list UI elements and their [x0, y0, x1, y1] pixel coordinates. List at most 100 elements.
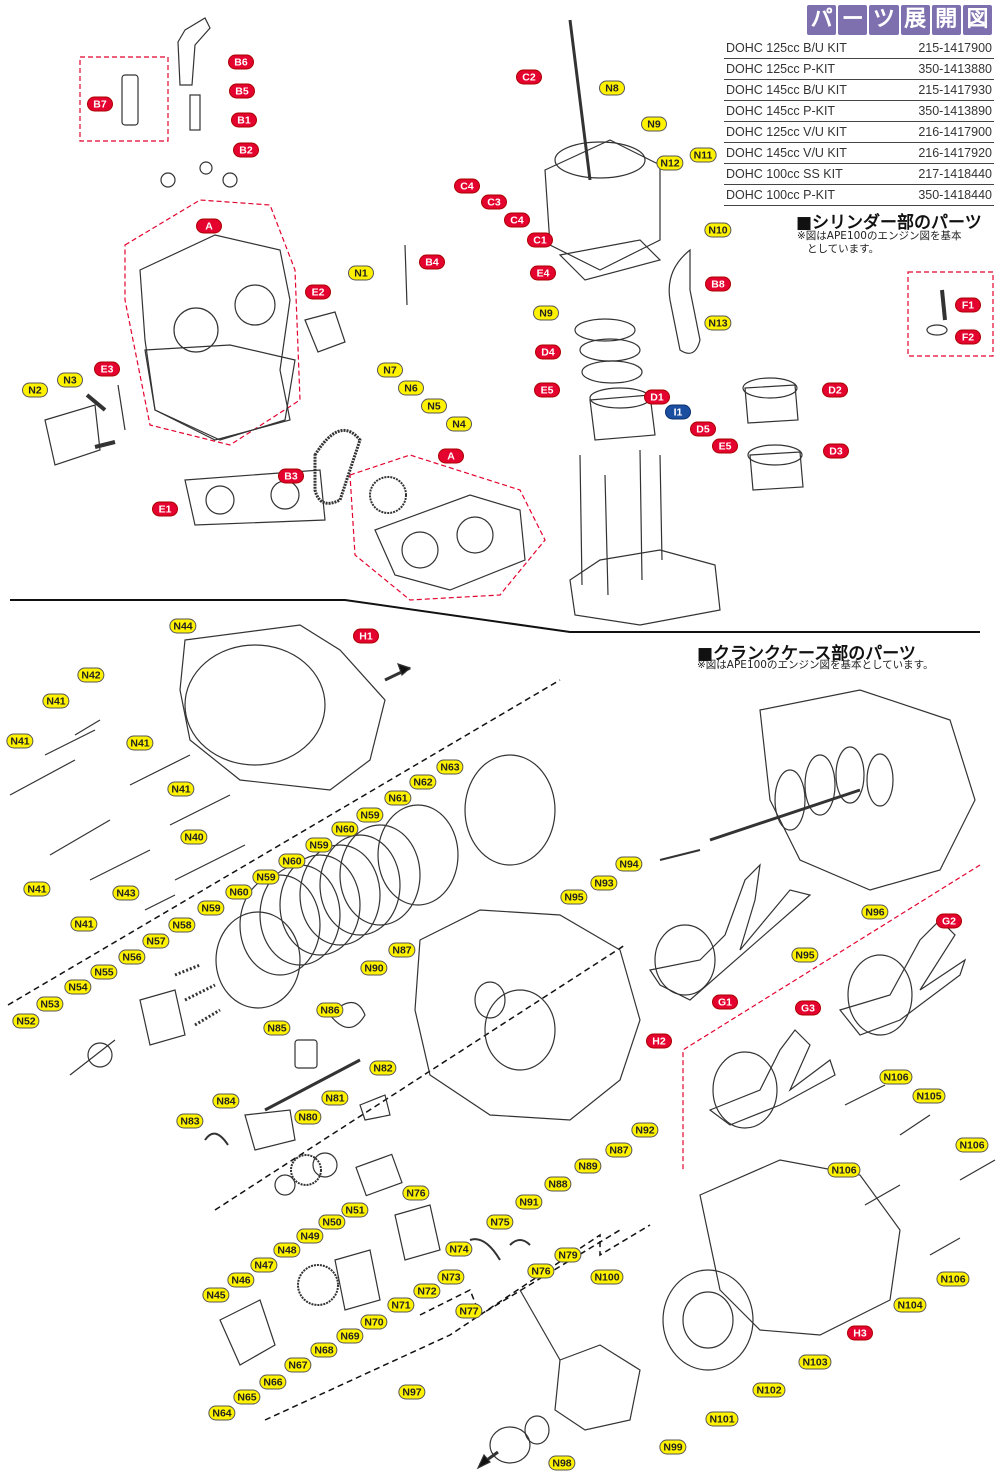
- part-label-n11: N11: [689, 147, 717, 163]
- cam-chain-shape: [313, 429, 362, 505]
- generator-cover-shape: [699, 1159, 901, 1336]
- cam-gear-1-shape: [173, 307, 219, 353]
- crankshaft-g1: [649, 863, 812, 1001]
- part-label-n105: N105: [912, 1088, 946, 1104]
- part-label-n47: N47: [250, 1257, 278, 1273]
- part-label-b8: B8: [705, 276, 731, 292]
- plug-cap-shape: [177, 17, 211, 86]
- kick-spring-n86: [329, 1001, 366, 1029]
- part-label-n67: N67: [284, 1357, 312, 1373]
- part-label-n63: N63: [436, 759, 464, 775]
- part-label-n59: N59: [252, 869, 280, 885]
- part-label-n68: N68: [310, 1342, 338, 1358]
- title-char: ー: [838, 5, 868, 35]
- title-char: 展: [900, 5, 930, 35]
- kit-name: DOHC 125cc B/U KIT: [726, 41, 847, 55]
- ring-3-shape: [581, 360, 643, 384]
- part-label-a: A: [196, 218, 222, 234]
- part-label-n55: N55: [90, 964, 118, 980]
- part-label-n41: N41: [42, 693, 70, 709]
- part-label-n61: N61: [384, 790, 412, 806]
- part-label-b6: B6: [228, 54, 254, 70]
- part-label-b3: B3: [278, 468, 304, 484]
- ring-2-shape: [579, 338, 641, 362]
- part-label-c4: C4: [454, 178, 480, 194]
- part-label-n71: N71: [387, 1297, 415, 1313]
- oil-pump-n69: [334, 1249, 381, 1311]
- nut-shape-2: [222, 172, 238, 188]
- part-label-n100: N100: [590, 1269, 624, 1285]
- part-label-n60: N60: [278, 853, 306, 869]
- kit-name: DOHC 145cc P-KIT: [726, 104, 836, 118]
- part-label-n69: N69: [336, 1328, 364, 1344]
- part-label-n70: N70: [360, 1314, 388, 1330]
- part-label-c3: C3: [481, 194, 507, 210]
- part-label-n84: N84: [212, 1093, 240, 1109]
- part-label-n45: N45: [202, 1287, 230, 1303]
- kit-name: DOHC 145cc B/U KIT: [726, 83, 847, 97]
- part-label-n94: N94: [615, 856, 643, 872]
- part-label-n41: N41: [6, 733, 34, 749]
- part-label-n48: N48: [273, 1242, 301, 1258]
- left-case-shape: [759, 689, 976, 891]
- kit-code: 217-1418440: [918, 167, 992, 181]
- part-label-f2: F2: [955, 329, 981, 345]
- crankcase-section-title: ■クランクケース部のパーツ: [697, 644, 916, 664]
- cam-gear-2-shape: [234, 284, 276, 326]
- cylinder-block-shape: [544, 139, 661, 271]
- cylinder-note-line1: ※図はAPE100のエンジン図を基本: [797, 230, 962, 242]
- part-label-n46: N46: [227, 1272, 255, 1288]
- part-label-b4: B4: [419, 254, 445, 270]
- kit-code: 350-1413890: [918, 104, 992, 118]
- part-label-n76: N76: [527, 1263, 555, 1279]
- part-label-n40: N40: [180, 829, 208, 845]
- part-label-b7: B7: [87, 96, 113, 112]
- part-label-n104: N104: [893, 1297, 927, 1313]
- part-label-c1: C1: [527, 232, 553, 248]
- case-dashed-divider: [214, 944, 626, 1211]
- part-label-n4: N4: [446, 416, 472, 432]
- oil-pump-gear-n68: [297, 1264, 339, 1306]
- part-label-n103: N103: [798, 1354, 832, 1370]
- part-label-n3: N3: [57, 372, 83, 388]
- clutch-center-n61: [377, 804, 459, 906]
- part-label-d5: D5: [690, 421, 716, 437]
- kit-row: DOHC 145cc P-KIT 350-1413890: [724, 101, 994, 122]
- part-label-n101: N101: [705, 1411, 739, 1427]
- nut-shape-1: [160, 172, 176, 188]
- part-label-n83: N83: [176, 1113, 204, 1129]
- pin-e3: [117, 384, 126, 431]
- part-label-n85: N85: [263, 1020, 291, 1036]
- part-label-n10: N10: [704, 222, 732, 238]
- part-label-n41: N41: [23, 881, 51, 897]
- part-label-g1: G1: [712, 994, 738, 1010]
- title-badge: パーツ展開図: [806, 5, 993, 35]
- spark-plug-shape: [189, 94, 201, 131]
- part-label-e5: E5: [534, 382, 560, 398]
- plate-n72: [394, 1204, 441, 1261]
- part-label-n2: N2: [22, 382, 48, 398]
- flywheel-n102: [662, 1269, 754, 1371]
- clutch-cover-shape: [179, 624, 386, 791]
- part-label-n106: N106: [879, 1069, 913, 1085]
- part-label-n6: N6: [398, 380, 424, 396]
- crankshaft-g2: [838, 919, 967, 1036]
- kit-name: DOHC 125cc V/U KIT: [726, 125, 847, 139]
- crank-dashed-divider: [682, 864, 981, 1170]
- part-label-n41: N41: [70, 916, 98, 932]
- part-label-n98: N98: [548, 1455, 576, 1471]
- part-label-n79: N79: [554, 1247, 582, 1263]
- part-label-n106: N106: [936, 1271, 970, 1287]
- part-label-n43: N43: [112, 885, 140, 901]
- stud-b4: [404, 244, 408, 306]
- part-label-n56: N56: [118, 949, 146, 965]
- kit-code: 350-1418440: [918, 188, 992, 202]
- part-label-n99: N99: [659, 1439, 687, 1455]
- part-label-n89: N89: [574, 1158, 602, 1174]
- part-label-g2: G2: [936, 913, 962, 929]
- title-char: ツ: [869, 5, 899, 35]
- part-label-e4: E4: [530, 265, 556, 281]
- part-label-n5: N5: [421, 398, 447, 414]
